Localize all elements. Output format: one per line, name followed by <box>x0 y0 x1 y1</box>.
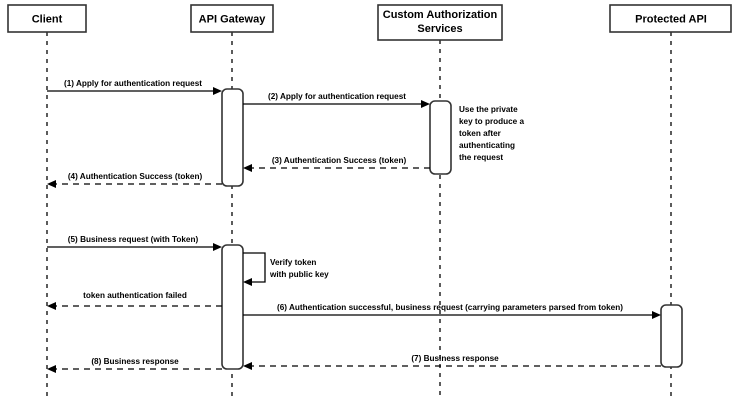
message-3[interactable]: (3) Authentication Success (token) <box>243 156 430 172</box>
note-private-key-line-4: authenticating <box>459 141 515 150</box>
message-3-arrowhead-icon <box>243 164 252 172</box>
message-3-label: (3) Authentication Success (token) <box>272 156 407 165</box>
lifelines-group <box>46 32 672 398</box>
note-private-key-line-3: token after <box>459 129 502 138</box>
message-8-arrowhead-icon <box>47 365 56 373</box>
message-token-authentication-failed-label: token authentication failed <box>83 291 187 300</box>
activation-bars-group <box>221 88 683 370</box>
note-private-key-line-1: Use the private <box>459 105 518 114</box>
message-7[interactable]: (7) Business response <box>243 354 661 370</box>
message-1-label: (1) Apply for authentication request <box>64 79 202 88</box>
self-message-verify-token-arrowhead-icon <box>243 278 252 286</box>
self-message-verify-token[interactable]: Verify token with public key <box>243 252 329 286</box>
message-4-arrowhead-icon <box>47 180 56 188</box>
participant-box-api-gateway[interactable] <box>190 4 274 33</box>
activation-custom-authorization-services <box>429 100 452 175</box>
message-token-authentication-failed[interactable]: token authentication failed <box>47 291 222 310</box>
activation-api-gateway-business <box>221 244 244 370</box>
message-5-arrowhead-icon <box>213 243 222 251</box>
participant-box-client[interactable] <box>7 4 87 33</box>
participant-protected-api[interactable]: Protected API <box>609 4 732 33</box>
participant-api-gateway[interactable]: API Gateway <box>190 4 274 33</box>
self-message-verify-token-label-line2: with public key <box>269 270 329 279</box>
message-4[interactable]: (4) Authentication Success (token) <box>47 172 222 188</box>
participant-box-protected-api[interactable] <box>609 4 732 33</box>
message-token-authentication-failed-arrowhead-icon <box>47 302 56 310</box>
message-1-arrowhead-icon <box>213 87 222 95</box>
note-private-key-line-2: key to produce a <box>459 117 525 126</box>
activation-api-gateway-auth <box>221 88 244 187</box>
participant-label-api-gateway: API Gateway <box>199 13 267 25</box>
message-6[interactable]: (6) Authentication successful, business … <box>243 303 661 319</box>
message-2-label: (2) Apply for authentication request <box>268 92 406 101</box>
message-7-arrowhead-icon <box>243 362 252 370</box>
participant-custom-authorization-services[interactable]: Custom Authorization Services <box>377 4 503 41</box>
participant-box-custom-authorization-services[interactable] <box>377 4 503 41</box>
message-6-label: (6) Authentication successful, business … <box>277 303 623 312</box>
message-5-label: (5) Business request (with Token) <box>68 235 199 244</box>
self-message-verify-token-label-line1: Verify token <box>270 258 316 267</box>
participant-client[interactable]: Client <box>7 4 87 33</box>
message-8-label: (8) Business response <box>91 357 179 366</box>
message-6-arrowhead-icon <box>652 311 661 319</box>
participant-label-protected-api: Protected API <box>635 13 707 25</box>
message-4-label: (4) Authentication Success (token) <box>68 172 203 181</box>
message-1[interactable]: (1) Apply for authentication request <box>47 79 222 95</box>
activation-protected-api <box>660 304 683 368</box>
message-7-label: (7) Business response <box>411 354 499 363</box>
message-2[interactable]: (2) Apply for authentication request <box>243 92 430 108</box>
message-2-arrowhead-icon <box>421 100 430 108</box>
participant-label-custom-authorization-services-line2: Services <box>417 23 462 35</box>
note-private-key-line-5: the request <box>459 153 503 162</box>
message-5[interactable]: (5) Business request (with Token) <box>47 235 222 251</box>
participant-label-custom-authorization-services-line1: Custom Authorization <box>383 9 498 21</box>
self-message-verify-token-line <box>243 252 266 283</box>
participant-label-client: Client <box>32 13 63 25</box>
message-8[interactable]: (8) Business response <box>47 357 222 373</box>
note-private-key: Use the private key to produce a token a… <box>459 105 525 162</box>
